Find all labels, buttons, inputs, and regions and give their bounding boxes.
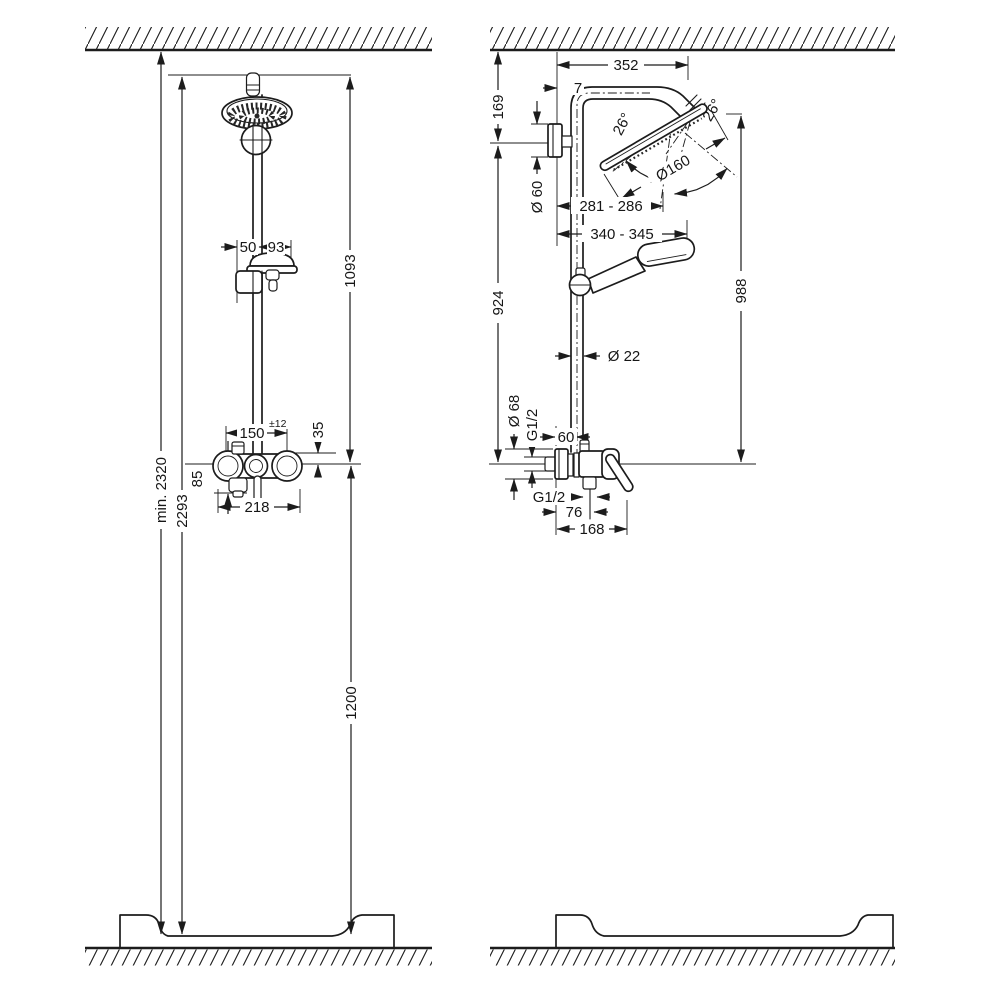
hand-shower-holder-front: [235, 252, 298, 294]
label-escutcheon-dia: Ø 68: [505, 388, 523, 434]
angle-left-label: 26°: [610, 110, 636, 138]
offset-35-label: 35: [310, 422, 327, 439]
label-min-overall-height: min. 2320: [152, 451, 170, 529]
floor-front: [85, 946, 432, 966]
label-outlet-thread: G1/2: [527, 488, 571, 506]
outlet-offset-76-label: 76: [566, 504, 583, 521]
shower-pipe-side: [570, 86, 706, 458]
label-riser-924: 924: [489, 283, 507, 323]
ceiling-front: [85, 27, 432, 52]
ceiling-169-label: 169: [490, 94, 507, 119]
projection-340-label: 340 - 345: [590, 226, 653, 243]
label-arm-projection-352: 352: [608, 56, 644, 74]
label-valve-width-218: 218: [240, 498, 274, 516]
wall-bracket-front: [239, 124, 273, 156]
label-inlet-thread: G1/2: [523, 403, 541, 447]
label-projection-340: 340 - 345: [582, 225, 662, 243]
height-1093-label: 1093: [342, 254, 359, 287]
dim-bracket-dia-60: [531, 101, 548, 180]
escutcheon-dia-label: Ø 68: [506, 395, 523, 428]
projection-281-label: 281 - 286: [579, 198, 642, 215]
label-head-height-988: 988: [732, 271, 750, 311]
label-ceiling-169: 169: [489, 90, 507, 124]
overhead-shower-side: [599, 103, 708, 172]
floor-side: [490, 946, 895, 966]
label-angle-left: 26°: [610, 110, 636, 138]
label-projection-281: 281 - 286: [571, 197, 651, 215]
label-1093: 1093: [341, 250, 359, 292]
label-offset-35: 35: [309, 418, 327, 442]
dim-offset-35: [294, 440, 336, 478]
ceiling-side: [490, 27, 895, 52]
outlet-thread-label: G1/2: [533, 489, 566, 506]
label-2293: 2293: [173, 490, 191, 532]
angle-right-label: 26°: [699, 96, 725, 124]
label-bracket-dia: Ø 60: [528, 174, 546, 220]
min-height-label: min. 2320: [153, 457, 170, 523]
hand-shower-side: [568, 237, 696, 297]
label-offset-85: 85: [188, 467, 206, 491]
label-head-dia: Ø160: [646, 147, 700, 189]
label-valve-depth-168: 168: [575, 520, 609, 538]
offset-7-label: 7: [574, 80, 582, 97]
label-pipe-dia-22: Ø 22: [602, 347, 646, 365]
label-outlet-offset-76: 76: [563, 503, 585, 521]
inlet-thread-label: G1/2: [524, 409, 541, 442]
arm-projection-label: 352: [613, 57, 638, 74]
height-1200-label: 1200: [343, 686, 360, 719]
mixer-valve-side: [544, 439, 634, 520]
offset-85-label: 85: [189, 471, 206, 488]
connection-150-label: 150: [239, 425, 264, 442]
label-wall-offset-60: 60: [555, 428, 577, 446]
wall-bracket-side: [547, 123, 573, 158]
holder-93-label: 93: [268, 239, 285, 256]
label-holder-93: 93: [267, 239, 285, 256]
tolerance-label: ±12: [269, 418, 287, 430]
bracket-dia-label: Ø 60: [529, 181, 546, 214]
mixer-valve-front: [212, 441, 303, 505]
pipe-dia-label: Ø 22: [608, 348, 641, 365]
label-angle-right: 26°: [699, 96, 725, 124]
head-height-988-label: 988: [733, 278, 750, 303]
holder-50-label: 50: [240, 239, 257, 256]
label-1200: 1200: [342, 682, 360, 724]
label-connection-150: 150: [237, 424, 267, 442]
valve-depth-168-label: 168: [579, 521, 604, 538]
riser-924-label: 924: [490, 290, 507, 315]
dim-head-dia-160: [603, 111, 729, 201]
label-holder-50: 50: [238, 239, 258, 256]
label-offset-7: 7: [572, 80, 584, 97]
shower-tray-side: [555, 914, 894, 949]
overhead-shower-front: [221, 96, 293, 130]
pipe-top-connector-front: [245, 72, 261, 97]
wall-offset-60-label: 60: [558, 429, 575, 446]
valve-width-label: 218: [244, 499, 269, 516]
label-tolerance: ±12: [268, 418, 289, 430]
head-dia-label: Ø160: [653, 152, 693, 185]
height-2293-label: 2293: [174, 494, 191, 527]
